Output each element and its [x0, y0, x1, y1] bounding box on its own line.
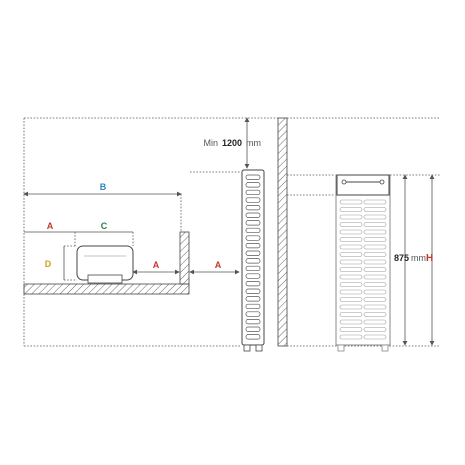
height-unit-label: mm [411, 253, 426, 263]
radiator-bar [363, 334, 387, 340]
radiator-fin [245, 174, 261, 180]
radiator-fin [245, 182, 261, 188]
outer-frame [23, 117, 440, 347]
radiator-bar [339, 244, 363, 250]
radiator-bar [363, 282, 387, 287]
radiator-bar [339, 229, 363, 235]
radiator-bar [363, 207, 387, 212]
radiator-bar [339, 289, 363, 295]
radiator-bar [363, 259, 387, 265]
label-c: C [101, 221, 108, 231]
radiator-bar [363, 252, 387, 257]
radiator-bar [339, 304, 363, 310]
radiator-bar [339, 297, 363, 302]
radiator-bar [363, 244, 387, 250]
radiator-bar [363, 214, 387, 220]
radiator-bar [339, 252, 363, 257]
radiator-bar [339, 222, 363, 227]
min-clearance-unit: mm [246, 138, 261, 148]
dimensions-left [23, 117, 250, 281]
floor [23, 231, 190, 295]
radiator-fin [245, 189, 261, 196]
radiator-bar [339, 259, 363, 265]
height-unit: mm [411, 253, 426, 263]
radiator-bar [339, 319, 363, 325]
radiator-bar [339, 214, 363, 220]
min-value: 1200 [222, 138, 242, 148]
dimensions-right [390, 174, 440, 346]
radiator-bar [339, 327, 363, 332]
label-d: D [45, 259, 52, 269]
label-a-right: A [215, 260, 222, 270]
radiator-bar [363, 304, 387, 310]
radiator-fin [245, 326, 261, 332]
label-h: H [426, 253, 433, 264]
height-value: 875 [394, 253, 409, 263]
radiator-front-view [335, 174, 391, 352]
min-clearance-label: Min [203, 138, 218, 148]
radiator-bar [363, 289, 387, 295]
radiator-bar [339, 267, 363, 272]
wall-section [277, 117, 288, 347]
radiator-fin [245, 296, 261, 302]
radiator-fin [245, 197, 261, 203]
radiator-fin [245, 265, 261, 272]
radiator-bar [363, 199, 387, 205]
radiator-fin [245, 243, 261, 249]
radiator-bar [363, 319, 387, 325]
radiator-side-view [241, 169, 265, 352]
label-a-mid: A [153, 260, 160, 270]
radiator-fin [245, 281, 261, 287]
radiator-fin [245, 220, 261, 226]
radiator-fin [245, 334, 261, 340]
radiator-bar [339, 312, 363, 317]
heater-unit [76, 245, 134, 284]
height-value-label: 875 [394, 253, 409, 263]
radiator-fin [245, 288, 261, 294]
radiator-fin [245, 319, 261, 325]
radiator-bar [339, 207, 363, 212]
radiator-bar [363, 222, 387, 227]
radiator-fin [245, 273, 261, 279]
radiator-bar [339, 199, 363, 205]
radiator-fin [245, 227, 261, 234]
radiator-fin [245, 303, 261, 310]
min-unit: mm [246, 138, 261, 148]
radiator-bar [363, 312, 387, 317]
radiator-bar [363, 297, 387, 302]
radiator-fin [245, 205, 261, 211]
radiator-bar [363, 267, 387, 272]
label-b: B [100, 182, 107, 192]
radiator-fin [245, 311, 261, 317]
label-a-left: A [47, 221, 54, 231]
radiator-bar [363, 229, 387, 235]
radiator-fin [245, 250, 261, 256]
radiator-bar [339, 237, 363, 242]
radiator-fin [245, 212, 261, 218]
radiator-bar [339, 274, 363, 280]
radiator-bar [339, 334, 363, 340]
radiator-bar [363, 237, 387, 242]
radiator-bar [363, 327, 387, 332]
radiator-fin [245, 235, 261, 241]
radiator-bar [363, 274, 387, 280]
min-clearance-value: 1200 [222, 138, 242, 148]
radiator-fin [245, 258, 261, 264]
min-prefix: Min [203, 138, 218, 148]
radiator-bar [339, 282, 363, 287]
